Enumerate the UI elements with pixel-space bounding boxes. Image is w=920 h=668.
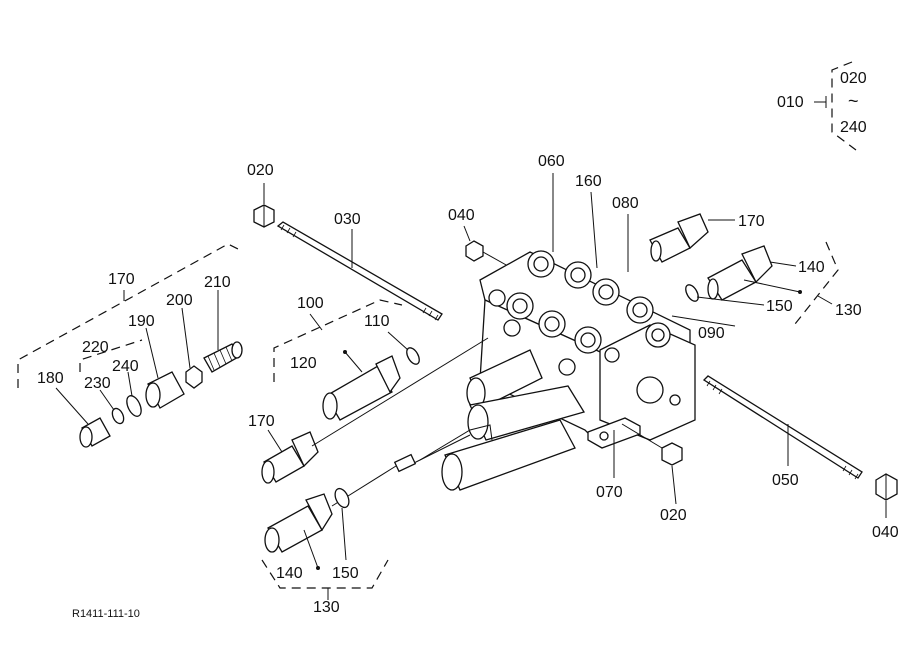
label-210: 210 xyxy=(204,274,231,291)
ring-230 xyxy=(99,389,125,425)
label-150-bottom: 150 xyxy=(332,565,359,582)
label-range-to: 240 xyxy=(840,119,867,136)
tie-rod-050 xyxy=(702,375,863,480)
label-160: 160 xyxy=(575,173,602,190)
relief-valve-140-bottom xyxy=(264,465,397,570)
nut-040-top xyxy=(463,225,509,267)
o-ring-240 xyxy=(126,371,142,417)
label-060: 060 xyxy=(538,153,565,170)
screw-210 xyxy=(203,290,243,373)
label-010: 010 xyxy=(777,94,804,111)
label-070: 070 xyxy=(596,484,623,501)
label-150-right: 150 xyxy=(766,298,793,315)
label-130-right: 130 xyxy=(835,302,862,319)
plug-180 xyxy=(55,387,111,448)
label-080: 080 xyxy=(612,195,639,212)
nut-040-right xyxy=(875,473,898,518)
diagram-reference-code: R1411-111-10 xyxy=(72,608,140,620)
relief-valve-140-right xyxy=(707,245,802,301)
label-140-right: 140 xyxy=(798,259,825,276)
label-170-right: 170 xyxy=(738,213,765,230)
label-170-left: 170 xyxy=(108,271,135,288)
label-190: 190 xyxy=(128,313,155,330)
label-180: 180 xyxy=(37,370,64,387)
label-020-top: 020 xyxy=(247,162,274,179)
relief-valve-170-right xyxy=(649,213,735,263)
label-200: 200 xyxy=(166,292,193,309)
o-ring-150-right xyxy=(685,284,765,306)
bracket-130-right xyxy=(794,241,839,325)
nut-200 xyxy=(181,307,203,389)
valve-body xyxy=(393,173,736,491)
bracket-170-left xyxy=(17,243,241,388)
label-170-mid: 170 xyxy=(248,413,275,430)
label-140-bottom: 140 xyxy=(276,565,303,582)
label-030: 030 xyxy=(334,211,361,228)
label-020-bottom: 020 xyxy=(660,507,687,524)
o-ring-150-bottom xyxy=(334,487,350,561)
label-range-from: 020 xyxy=(840,70,867,87)
bracket-100 xyxy=(273,299,403,382)
label-100: 100 xyxy=(297,295,324,312)
assembly-range-bracket: 010 020 ~ 240 xyxy=(777,61,867,151)
label-220: 220 xyxy=(82,339,109,356)
label-range-separator: ~ xyxy=(848,91,859,111)
o-ring-110 xyxy=(387,331,420,365)
label-120: 120 xyxy=(290,355,317,372)
tie-rod-030 xyxy=(253,183,443,321)
nut-020-bottom xyxy=(621,423,683,505)
label-110: 110 xyxy=(364,313,390,330)
label-240: 240 xyxy=(112,358,139,375)
label-040-right: 040 xyxy=(872,524,899,541)
spool-120 xyxy=(322,350,401,421)
label-040-top: 040 xyxy=(448,207,475,224)
relief-valve-170-mid xyxy=(261,337,489,484)
body-190 xyxy=(145,327,185,409)
bracket-220 xyxy=(79,339,143,372)
label-090: 090 xyxy=(698,325,725,342)
label-230: 230 xyxy=(84,375,111,392)
bracket-130-bottom xyxy=(261,559,389,589)
label-050: 050 xyxy=(772,472,799,489)
label-130-bottom: 130 xyxy=(313,599,340,616)
